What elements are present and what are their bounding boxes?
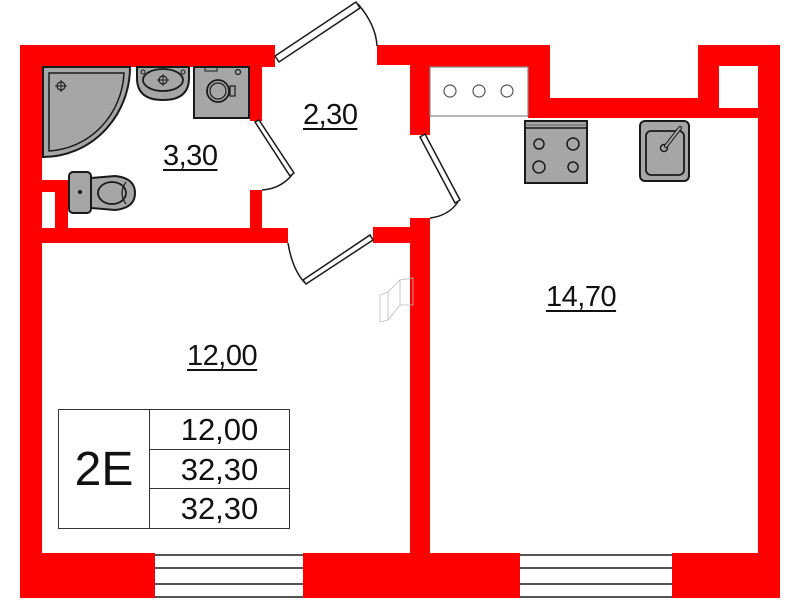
kitchen-sink-icon	[639, 120, 690, 182]
wall-bottom-right	[672, 553, 780, 598]
bathroom-door	[253, 119, 296, 191]
ventilation-shaft	[719, 66, 758, 108]
wall-bottom-left	[20, 553, 155, 598]
total-area-with-balcony-value: 32,30	[180, 491, 259, 527]
walls	[20, 45, 780, 598]
window-kitchen	[520, 554, 672, 598]
wall-bathroom-bottom	[20, 228, 288, 243]
wall-corridor-top	[377, 45, 410, 65]
wall-corridor-bottom	[373, 227, 410, 243]
wall-top-bathroom	[20, 45, 275, 67]
stove-icon	[524, 120, 588, 184]
wall-bathroom-right-upper	[250, 67, 262, 121]
apartment-type: 2E	[59, 410, 150, 528]
wall-right	[758, 45, 780, 598]
hallway-area-label: 2,30	[303, 99, 358, 131]
wall-bottom-middle	[303, 553, 520, 598]
area-values: 12,00 32,30 32,30	[150, 410, 289, 528]
toilet-icon	[68, 171, 137, 214]
wall-kitchen-left-upper	[410, 45, 430, 135]
washbasin-icon	[136, 66, 190, 102]
apartment-summary-table: 2E 12,00 32,30 32,30	[58, 409, 290, 529]
room-door	[287, 233, 375, 286]
wall-marking-sketch	[379, 277, 414, 323]
bathroom-area-label: 3,30	[163, 140, 218, 172]
corner-shower-icon	[42, 66, 132, 159]
kitchen-area-label: 14,70	[546, 281, 617, 313]
wall-kitchen-top	[410, 45, 550, 67]
utility-box-icon	[429, 66, 529, 117]
wall-niche-top	[42, 180, 68, 192]
washing-machine-icon	[193, 66, 250, 119]
kitchen-door	[419, 132, 461, 219]
window-room	[155, 554, 303, 598]
entrance-door	[273, 0, 378, 64]
wall-bathroom-right-lower	[250, 190, 262, 230]
wall-kitchen-top-lower	[528, 98, 720, 118]
wall-niche-side	[55, 192, 68, 228]
living-area-value: 12,00	[150, 410, 289, 450]
wall-kitchen-left-lower	[410, 218, 430, 598]
total-area-value: 32,30	[150, 450, 289, 490]
room-area-label: 12,00	[187, 340, 258, 372]
wall-left	[20, 45, 42, 598]
